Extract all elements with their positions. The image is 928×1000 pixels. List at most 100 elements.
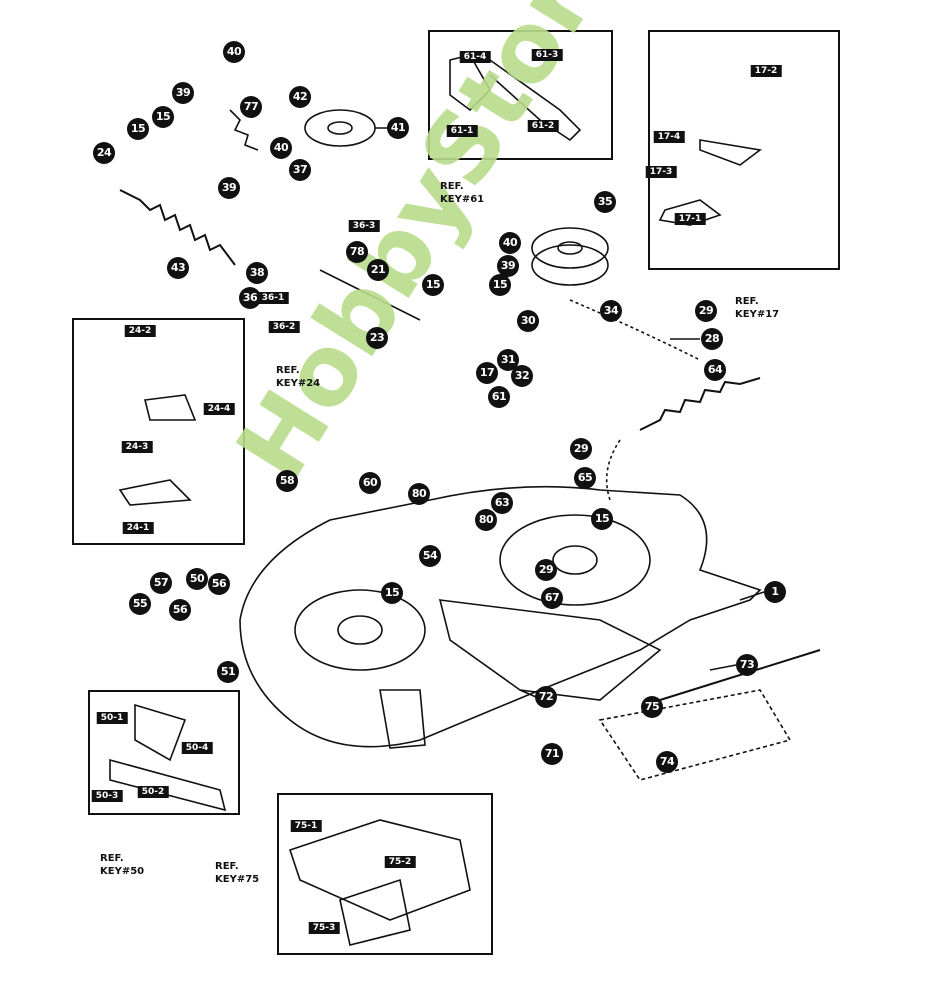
callout-55: 55 <box>129 593 151 615</box>
callout-60: 60 <box>359 472 381 494</box>
pulley-41 <box>304 109 376 147</box>
sub-key-50-4: 50-4 <box>181 742 213 754</box>
detail-frame-17 <box>648 30 840 270</box>
center-bracket <box>438 599 662 701</box>
sub-key-75-1: 75-1 <box>290 820 322 832</box>
ref-key-17: REF. KEY#17 <box>735 295 779 321</box>
callout-42: 42 <box>289 86 311 108</box>
rod-73 <box>659 649 821 701</box>
sub-key-24-1: 24-1 <box>122 522 154 534</box>
callout-54: 54 <box>419 545 441 567</box>
sub-key-17-4: 17-4 <box>653 131 685 143</box>
ref-key: KEY#17 <box>735 309 780 320</box>
callout-43: 43 <box>167 257 189 279</box>
callout-77: 77 <box>240 96 262 118</box>
callout-37: 37 <box>289 159 311 181</box>
callout-15: 15 <box>381 582 403 604</box>
ref-key: KEY#24 <box>276 378 321 389</box>
ref-key: KEY#75 <box>215 874 260 885</box>
callout-15: 15 <box>152 106 174 128</box>
callout-74: 74 <box>656 751 678 773</box>
callout-75: 75 <box>641 696 663 718</box>
callout-80: 80 <box>475 509 497 531</box>
detail-frame-61 <box>428 30 613 160</box>
ref-label: REF. <box>735 296 759 307</box>
callout-31: 31 <box>497 349 519 371</box>
sub-key-75-3: 75-3 <box>308 922 340 934</box>
callout-65: 65 <box>574 467 596 489</box>
sub-key-50-2: 50-2 <box>137 786 169 798</box>
ref-key-50: REF. KEY#50 <box>100 852 144 878</box>
callout-39: 39 <box>218 177 240 199</box>
callout-15: 15 <box>422 274 444 296</box>
callout-72: 72 <box>535 686 557 708</box>
sub-key-24-2: 24-2 <box>124 325 156 337</box>
detail-frame-50 <box>88 690 240 815</box>
callout-29: 29 <box>535 559 557 581</box>
callout-23: 23 <box>366 327 388 349</box>
belt <box>569 299 701 501</box>
sub-key-17-3: 17-3 <box>645 166 677 178</box>
callout-21: 21 <box>367 259 389 281</box>
callout-57: 57 <box>150 572 172 594</box>
ref-key: KEY#50 <box>100 866 145 877</box>
callout-40: 40 <box>270 137 292 159</box>
spring-43 <box>119 189 236 266</box>
sub-key-61-2: 61-2 <box>527 120 559 132</box>
sub-key-17-2: 17-2 <box>750 65 782 77</box>
callout-24: 24 <box>93 142 115 164</box>
callout-58: 58 <box>276 470 298 492</box>
callout-40: 40 <box>223 41 245 63</box>
sub-key-36-1: 36-1 <box>257 292 289 304</box>
sub-key-75-2: 75-2 <box>384 856 416 868</box>
spring-77 <box>229 109 259 151</box>
callout-15: 15 <box>489 274 511 296</box>
pulley-35 <box>531 227 609 269</box>
ref-label: REF. <box>100 853 124 864</box>
rod-21 <box>319 269 421 321</box>
callout-34: 34 <box>600 300 622 322</box>
sub-key-50-3: 50-3 <box>91 790 123 802</box>
callout-38: 38 <box>246 262 268 284</box>
spring-64 <box>639 377 761 431</box>
callout-64: 64 <box>704 359 726 381</box>
callout-35: 35 <box>594 191 616 213</box>
callout-41: 41 <box>387 117 409 139</box>
ref-key-75: REF. KEY#75 <box>215 860 259 886</box>
callout-67: 67 <box>541 587 563 609</box>
ref-key-24: REF. KEY#24 <box>276 364 320 390</box>
callout-50: 50 <box>186 568 208 590</box>
callout-28: 28 <box>701 328 723 350</box>
sub-key-17-1: 17-1 <box>674 213 706 225</box>
callout-29: 29 <box>695 300 717 322</box>
callout-17: 17 <box>476 362 498 384</box>
left-spindle-pulley <box>294 589 426 671</box>
sub-key-61-1: 61-1 <box>446 125 478 137</box>
callout-63: 63 <box>491 492 513 514</box>
ref-label: REF. <box>440 181 464 192</box>
callout-73: 73 <box>736 654 758 676</box>
sub-key-50-1: 50-1 <box>96 712 128 724</box>
ref-label: REF. <box>215 861 239 872</box>
callout-30: 30 <box>517 310 539 332</box>
sub-key-24-3: 24-3 <box>121 441 153 453</box>
detail-frame-24 <box>72 318 245 545</box>
callout-71: 71 <box>541 743 563 765</box>
ref-label: REF. <box>276 365 300 376</box>
callout-56: 56 <box>208 573 230 595</box>
ref-key-61: REF. KEY#61 <box>440 180 484 206</box>
callout-39: 39 <box>497 255 519 277</box>
callout-36: 36 <box>239 287 261 309</box>
callout-80: 80 <box>408 483 430 505</box>
callout-39: 39 <box>172 82 194 104</box>
right-spindle-pulley <box>499 514 651 606</box>
ref-key: KEY#61 <box>440 194 485 205</box>
sub-key-36-3: 36-3 <box>348 220 380 232</box>
callout-29: 29 <box>570 438 592 460</box>
callout-32: 32 <box>511 365 533 387</box>
callout-15: 15 <box>591 508 613 530</box>
callout-61: 61 <box>488 386 510 408</box>
callout-1: 1 <box>764 581 786 603</box>
